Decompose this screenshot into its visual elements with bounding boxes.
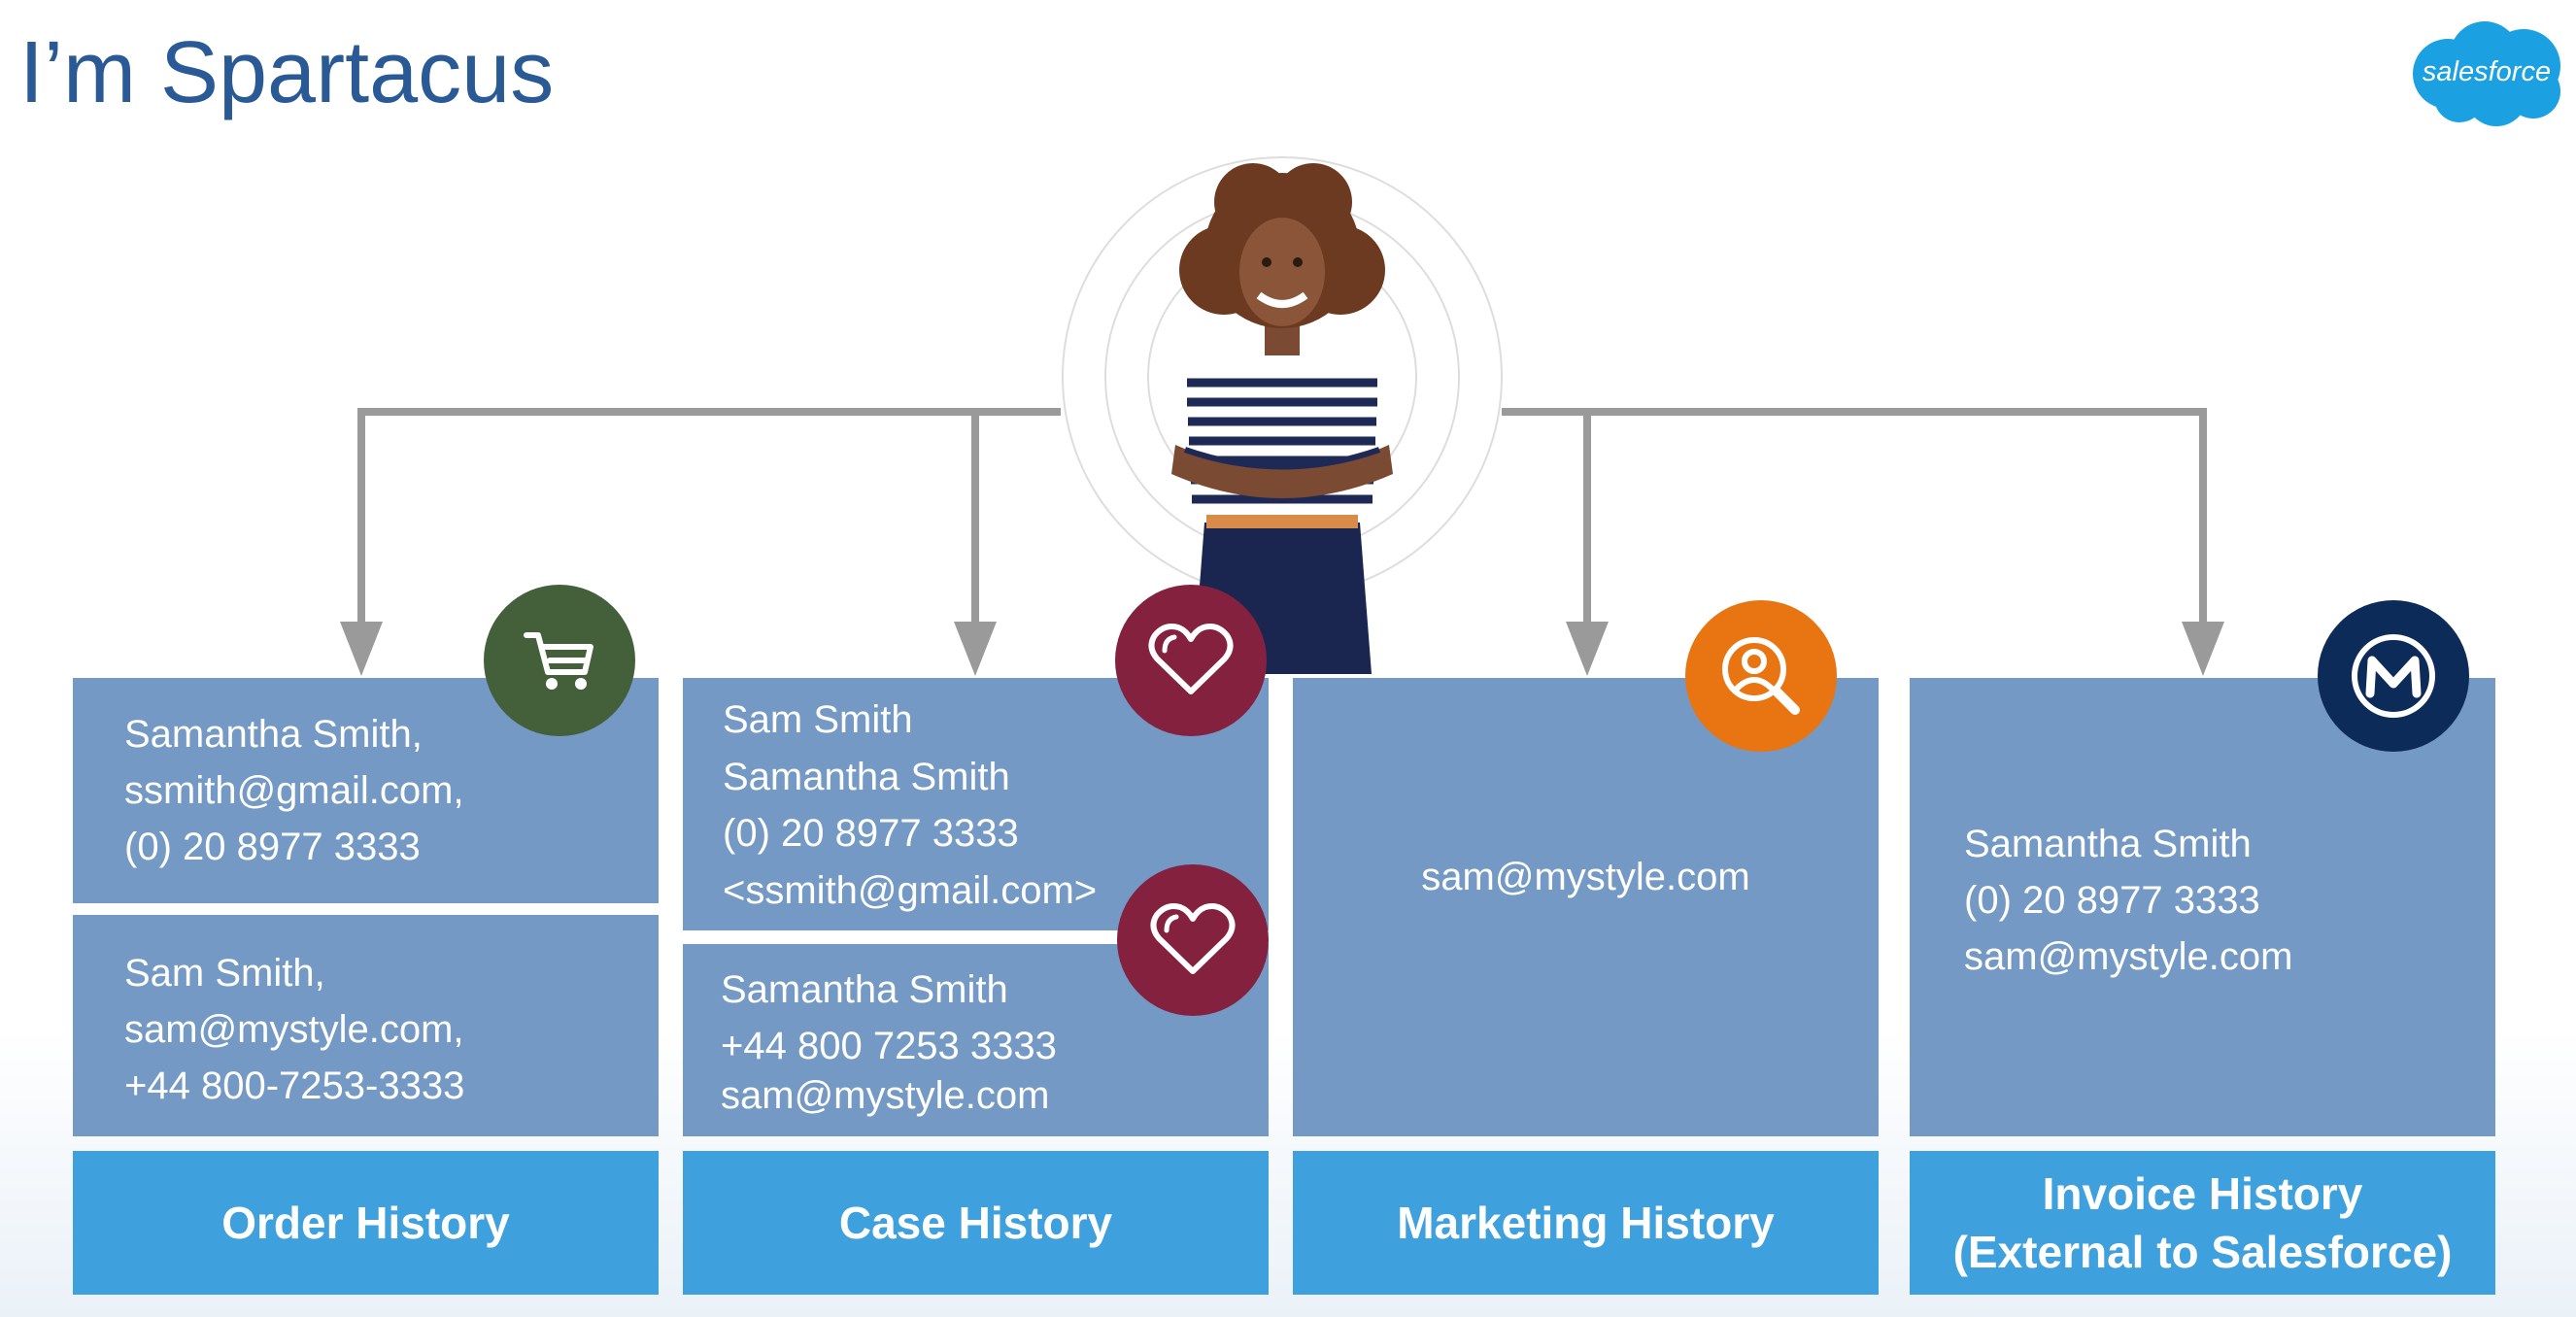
arrow-head-marketing <box>1566 622 1609 676</box>
order-record-2-line-2: sam@mystyle.com, <box>124 1008 464 1051</box>
salesforce-logo-text: salesforce <box>2422 56 2552 87</box>
case-record-1-line-1: Sam Smith <box>723 698 913 741</box>
marketing-record-1-line-1: sam@mystyle.com <box>1421 856 1750 898</box>
invoice-record-1 <box>1910 678 2495 1136</box>
case-record-1-line-4: <ssmith@gmail.com> <box>723 869 1098 912</box>
case-history-footer: Case History <box>683 1151 1269 1295</box>
case-record-2-line-2: +44 800 7253 3333 <box>721 1025 1057 1067</box>
order-record-1-line-2: ssmith@gmail.com, <box>124 769 464 812</box>
case-record-2-line-3: sam@mystyle.com <box>721 1074 1050 1117</box>
mulesoft-badge <box>2318 600 2469 752</box>
order-record-1-line-3: (0) 20 8977 3333 <box>124 826 421 868</box>
marketing-badge <box>1685 600 1837 752</box>
order-record-2-line-3: +44 800-7253-3333 <box>124 1064 465 1107</box>
salesforce-logo: salesforce <box>2409 19 2564 128</box>
order-record-1-line-1: Samantha Smith, <box>124 713 423 756</box>
cart-icon <box>524 632 593 690</box>
invoice-record-1-line-2: (0) 20 8977 3333 <box>1964 879 2260 922</box>
marketing-history-footer: Marketing History <box>1293 1151 1879 1295</box>
cart-badge <box>484 585 635 736</box>
page-title: I’m Spartacus <box>19 24 555 121</box>
salesforce-cloud-icon <box>2413 21 2560 126</box>
mulesoft-icon <box>2352 634 2435 718</box>
heart-badge-1 <box>1115 585 1267 736</box>
order-history-footer: Order History <box>73 1151 659 1295</box>
order-record-2 <box>73 915 659 1136</box>
case-record-2-line-1: Samantha Smith <box>721 968 1008 1011</box>
heart-icon <box>1148 624 1234 694</box>
woman-profile-photo <box>1062 156 1503 674</box>
arrow-head-invoice <box>2182 622 2224 676</box>
invoice-record-1-line-1: Samantha Smith <box>1964 823 2252 865</box>
order-record-2-line-1: Sam Smith, <box>124 952 325 995</box>
case-record-1-line-2: Samantha Smith <box>723 756 1010 798</box>
invoice-history-footer: Invoice History (External to Salesforce) <box>1910 1151 2495 1295</box>
marketing-record-1 <box>1293 678 1879 1136</box>
arrow-head-case <box>954 622 997 676</box>
magnifier-person-icon <box>1722 637 1800 715</box>
invoice-history-footer-line-2: (External to Salesforce) <box>1952 1227 2453 1277</box>
invoice-record-1-line-3: sam@mystyle.com <box>1964 935 2293 978</box>
heart-badge-2 <box>1117 864 1269 1016</box>
invoice-history-footer-line-1: Invoice History <box>2042 1168 2363 1219</box>
arrow-head-order <box>340 622 383 676</box>
heart-icon <box>1150 903 1236 974</box>
case-record-1-line-3: (0) 20 8977 3333 <box>723 812 1019 855</box>
